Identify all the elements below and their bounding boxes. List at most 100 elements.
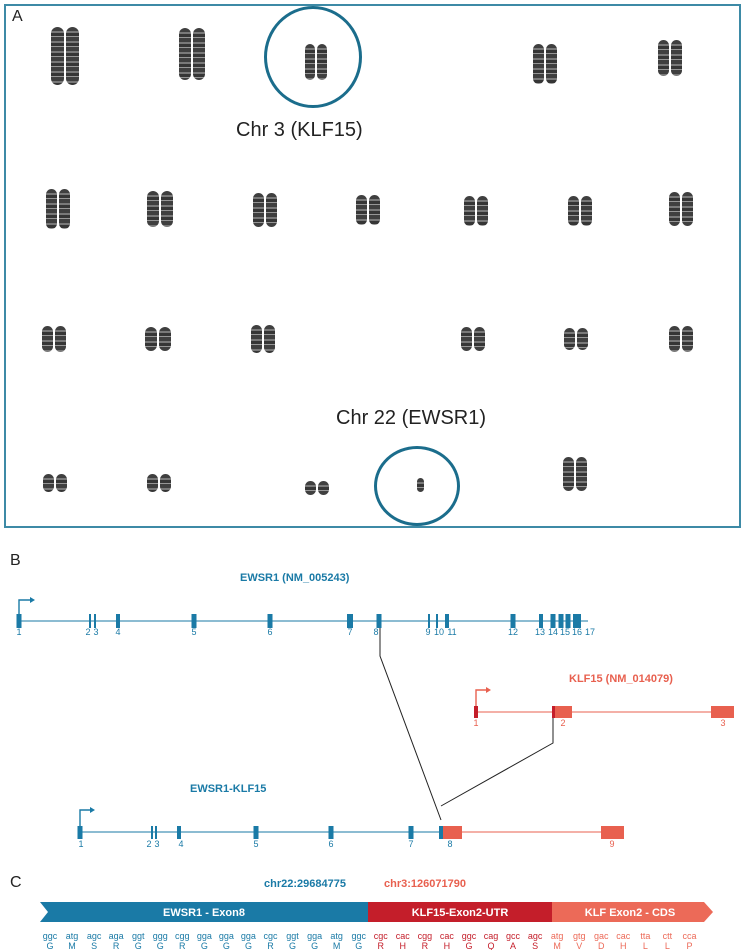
- codon-amino-acid: R: [267, 941, 274, 950]
- codon-triplet: atg: [551, 931, 564, 941]
- codon-amino-acid: H: [620, 941, 627, 950]
- codon-amino-acid: L: [643, 941, 648, 950]
- codon-amino-acid: Q: [487, 941, 494, 950]
- chromosome: [671, 40, 682, 76]
- chromosome: [464, 196, 475, 226]
- fusion-exon: [408, 826, 414, 839]
- ewsr1-exon-label: 11: [447, 627, 456, 637]
- fusion-tss-arrowhead-icon: [90, 807, 95, 813]
- chromosome: [577, 328, 588, 350]
- codon-triplet: gga: [241, 931, 256, 941]
- codon-triplet: gcc: [506, 931, 521, 941]
- codon-amino-acid: G: [289, 941, 296, 950]
- codon-amino-acid: R: [422, 941, 429, 950]
- chr3-caption: Chr 3 (KLF15): [236, 119, 363, 141]
- chromosome: [669, 192, 680, 226]
- chromosome: [576, 457, 587, 491]
- chromosome: [369, 195, 380, 225]
- codon-triplet: ggt: [286, 931, 299, 941]
- panel-c-label: C: [10, 874, 22, 891]
- codon-amino-acid: G: [201, 941, 208, 950]
- breakpoint-chr22-label: chr22:29684775: [264, 878, 346, 890]
- klf15-exon-label: 3: [720, 718, 725, 728]
- klf15-cds-segment: [552, 902, 713, 922]
- fusion-tss-arrow-icon: [79, 809, 90, 826]
- chromosome: [264, 325, 275, 353]
- codon-amino-acid: G: [465, 941, 472, 950]
- chromosome: [682, 192, 693, 226]
- ewsr1-exon: [116, 614, 120, 628]
- codon-amino-acid: S: [91, 941, 97, 950]
- chromosome: [533, 44, 544, 84]
- chromosome: [160, 474, 171, 492]
- fusion-exon: [253, 826, 259, 839]
- klf15-tss-arrowhead-icon: [486, 687, 491, 693]
- ewsr1-exon8-segment: [40, 902, 368, 922]
- codon-amino-acid: D: [598, 941, 605, 950]
- chromosome: [461, 327, 472, 351]
- codon-amino-acid: G: [135, 941, 142, 950]
- ewsr1-exon-label: 10: [434, 627, 444, 637]
- fusion-exon-label: 2: [146, 839, 151, 849]
- ewsr1-breakpoint-connector: [379, 628, 442, 821]
- codon-triplet: cac: [616, 931, 631, 941]
- codon-triplet: gtg: [573, 931, 586, 941]
- chromosome: [682, 326, 693, 352]
- codon-amino-acid: R: [378, 941, 385, 950]
- fusion-title: EWSR1-KLF15: [190, 783, 266, 795]
- codon-amino-acid: A: [510, 941, 516, 950]
- fusion-exon-label: 9: [609, 839, 614, 849]
- codon-amino-acid: R: [113, 941, 120, 950]
- codon-triplet: ggg: [153, 931, 168, 941]
- codon-amino-acid: V: [576, 941, 582, 950]
- codon-amino-acid: H: [400, 941, 407, 950]
- codon-triplet: gga: [197, 931, 212, 941]
- ewsr1-tss-arrow-icon: [18, 599, 30, 615]
- fusion-exon: [177, 826, 181, 839]
- fusion-exon8-ewsr1: [439, 826, 443, 839]
- codon-triplet: ctt: [663, 931, 673, 941]
- klf15-exon: [474, 706, 478, 718]
- ewsr1-exon8-label: EWSR1 - Exon8: [163, 907, 245, 919]
- ewsr1-exon: [558, 614, 564, 628]
- chromosome: [477, 196, 488, 226]
- chromosome: [318, 481, 329, 495]
- codon-triplet: gga: [307, 931, 322, 941]
- ewsr1-exon-label: 3: [93, 627, 98, 637]
- fusion-exon-label: 3: [154, 839, 159, 849]
- fusion-exon-label: 1: [78, 839, 83, 849]
- fusion-exon-label: 8: [447, 839, 452, 849]
- codon-amino-acid: G: [355, 941, 362, 950]
- chromosome: [581, 196, 592, 226]
- codon-amino-acid: G: [157, 941, 164, 950]
- chr22-highlight-circle: [374, 446, 460, 526]
- chromosome: [46, 189, 57, 229]
- fusion-exon8-klf15: [443, 826, 462, 839]
- ewsr1-exon-label: 8: [373, 627, 378, 637]
- ewsr1-exon-label: 2: [85, 627, 90, 637]
- ewsr1-exon: [428, 614, 430, 628]
- ewsr1-exon: [347, 614, 353, 628]
- chr3-highlight-circle: [264, 6, 362, 108]
- chromosome: [474, 327, 485, 351]
- chromosome: [305, 481, 316, 495]
- codon-triplet: cac: [440, 931, 455, 941]
- klf15-exon: [555, 706, 572, 718]
- fusion-exon: [151, 826, 153, 839]
- ewsr1-exon-label: 17: [585, 627, 595, 637]
- chromosome: [59, 189, 70, 229]
- fusion-exon9: [601, 826, 624, 839]
- chr22-caption: Chr 22 (EWSR1): [336, 407, 487, 429]
- panel-a-label: A: [12, 8, 23, 25]
- klf15-utr-label: KLF15-Exon2-UTR: [412, 907, 509, 919]
- fusion-sequence-diagram: chr22:29684775 chr3:126071790 EWSR1 - Ex…: [40, 878, 713, 950]
- codon-triplet: aga: [109, 931, 124, 941]
- chromosome: [546, 44, 557, 84]
- codon-triplet: agc: [528, 931, 543, 941]
- ewsr1-exon: [445, 614, 449, 628]
- chromosome: [564, 328, 575, 350]
- ewsr1-exon: [539, 614, 543, 628]
- ewsr1-exon: [573, 614, 581, 628]
- breakpoint-chr3-label: chr3:126071790: [384, 878, 466, 890]
